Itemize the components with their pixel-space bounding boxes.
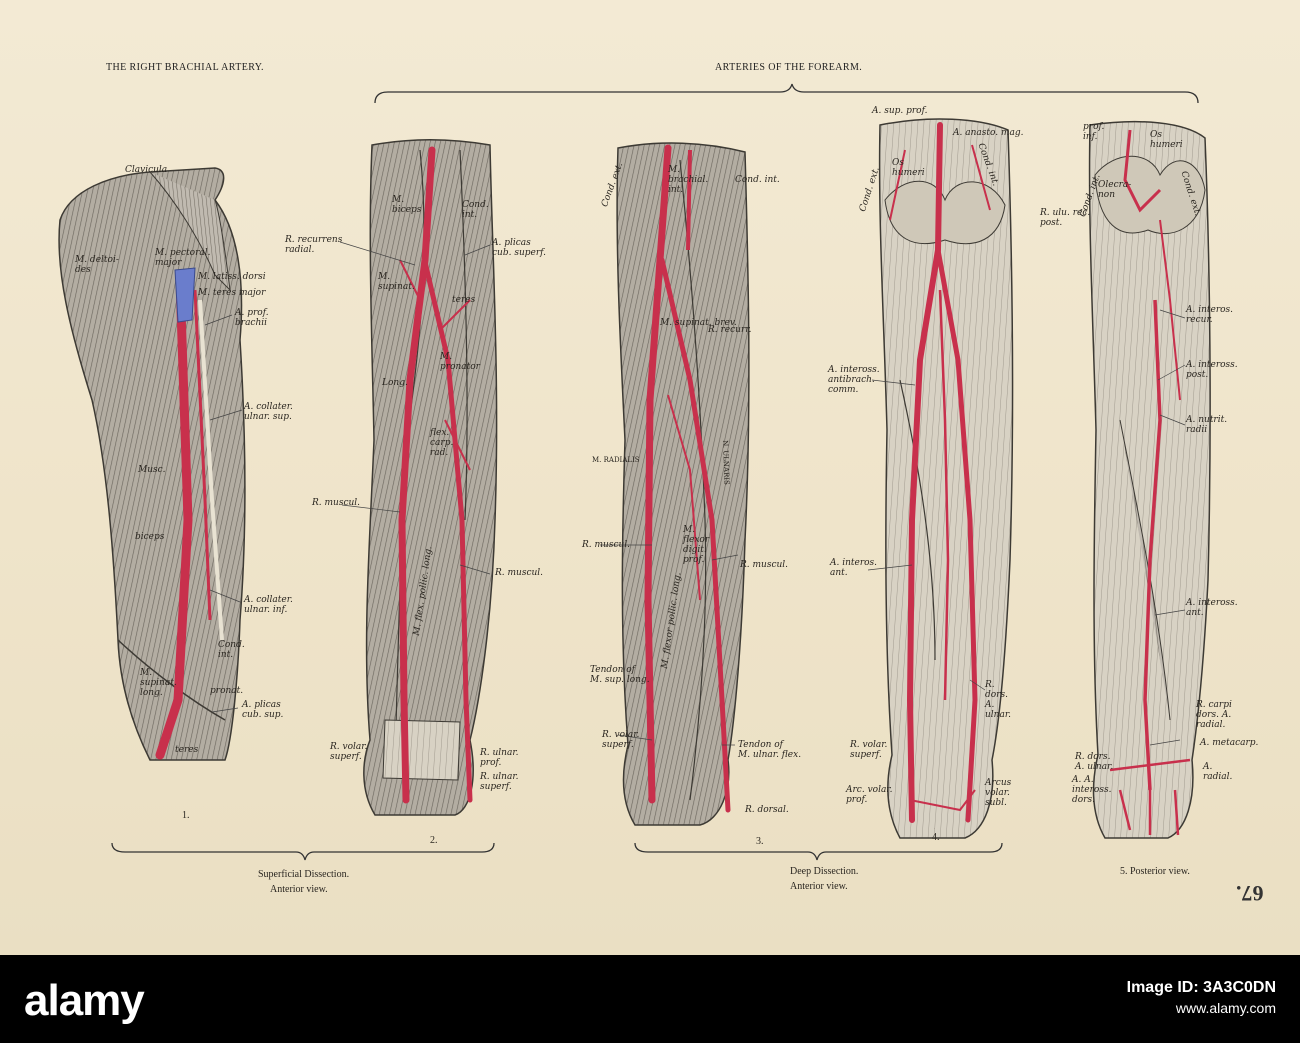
label: R. ulnar. superf. [480,772,519,792]
figure-number: 4. [932,832,940,843]
label: Olecra- non [1098,180,1132,200]
label: M. teres major [198,288,266,298]
label: A. interos. ant. [830,558,878,578]
caption-deep: Deep Dissection. [790,866,859,877]
label: A. plicas cub. sup. [242,700,284,720]
label: M. RADIALIS [592,456,640,464]
right-title: ARTERIES OF THE FOREARM. [715,62,863,73]
label: Arc. volar. prof. [846,785,893,805]
label: R. volar. superf. [330,742,368,762]
label: M. supinat. [378,272,415,292]
figure-4-forearm [878,118,1014,839]
label: N. ULNARIS [721,440,731,485]
label: Cond. int. [462,200,489,220]
label: pronat. [210,686,244,696]
label: M. biceps [392,195,422,215]
top-brace [374,83,1199,104]
label: Tendon of M. ulnar. flex. [738,740,802,760]
label: Musc. [138,465,166,475]
caption-superficial: Superficial Dissection. [258,869,350,880]
alamy-logo: alamy [24,976,145,1025]
label: M. deltoi- des [75,255,119,275]
label: A. collater. ulnar. sup. [244,402,293,422]
label: prof. inf. [1083,122,1105,142]
label: R. muscul. [740,560,789,570]
label: M. flexor digit. prof. [683,525,710,565]
label: Cond. int. [218,640,245,660]
label: M. pectoral. major [155,248,211,268]
label: R. dorsal. [745,805,789,815]
label: Clavicula [125,165,168,175]
label: R. volar. superf. [602,730,640,750]
label: Cond. int. [735,175,780,185]
label: R. recurrens radial. [285,235,343,255]
label: A. nutrit. radii [1186,415,1228,435]
label: A. anasto. mag. [953,128,1024,138]
label: flex. carp. rad. [430,428,454,458]
label: Long. [382,378,408,388]
label: R. dors. A. ulnar. [1075,752,1114,772]
label: A. inteross. post. [1186,360,1238,380]
label: R. muscul. [495,568,544,578]
label: M. latiss. dorsi [198,272,266,282]
label: R. recurr. [708,325,752,335]
label: R. muscul. [312,498,361,508]
label: Arcus volar. subl. [985,778,1012,808]
label: biceps [135,532,165,542]
label: Tendon of M. sup. long. [590,665,650,685]
label: M. pronator [440,352,480,372]
figure-5-forearm [1088,120,1211,839]
left-title: THE RIGHT BRACHIAL ARTERY. [106,62,264,73]
figure-2-forearm [363,139,498,816]
watermark-url: www.alamy.com [1175,1000,1276,1016]
anatomy-illustration [58,83,1211,861]
label: A. plicas cub. superf. [492,238,546,258]
label: R. muscul. [582,540,631,550]
figure-number: 3. [756,836,764,847]
label: A. collater. ulnar. inf. [244,595,293,615]
label: A. prof. brachii [235,308,269,328]
figure-caption: 5. Posterior view. [1120,866,1190,877]
label: A. sup. prof. [872,106,928,116]
caption-superficial-view: Anterior view. [270,884,328,895]
label: A. interos. recur. [1186,305,1234,325]
label: A. metacarp. [1200,738,1259,748]
label: M. supinat. long. [140,668,177,698]
label: R. carpi dors. A. radial. [1196,700,1232,730]
label: A. inteross. antibrach. comm. [828,365,880,395]
image-id: Image ID: 3A3C0DN [1126,979,1276,996]
label: A. inteross. ant. [1186,598,1238,618]
figure-3-forearm [616,142,750,826]
watermark-info: Image ID: 3A3C0DN www.alamy.com [1127,978,1276,1018]
figure-number: 1. [182,810,190,821]
label: M. supinat. brev. [660,318,737,328]
label: Os humeri [1150,130,1183,150]
brace-superficial [111,842,495,861]
brace-deep [634,842,1003,861]
label: A. radial. [1203,762,1233,782]
label: R. ulu. rec. post. [1040,208,1091,228]
figure-number: 2. [430,835,438,846]
label: A. A. inteross. dors. [1072,775,1112,805]
label: R. volar. superf. [850,740,888,760]
page-number: 67. [1236,881,1264,906]
label: teres [175,745,199,755]
label: R. dors. A. ulnar. [985,680,1012,720]
caption-deep-view: Anterior view. [790,881,848,892]
label: teres [452,295,476,305]
label: R. ulnar. prof. [480,748,519,768]
figure-1-arm [58,167,246,761]
watermark-bar [0,955,1300,1043]
label: Os humeri [892,158,925,178]
label: M. brachial. int. [668,165,709,195]
